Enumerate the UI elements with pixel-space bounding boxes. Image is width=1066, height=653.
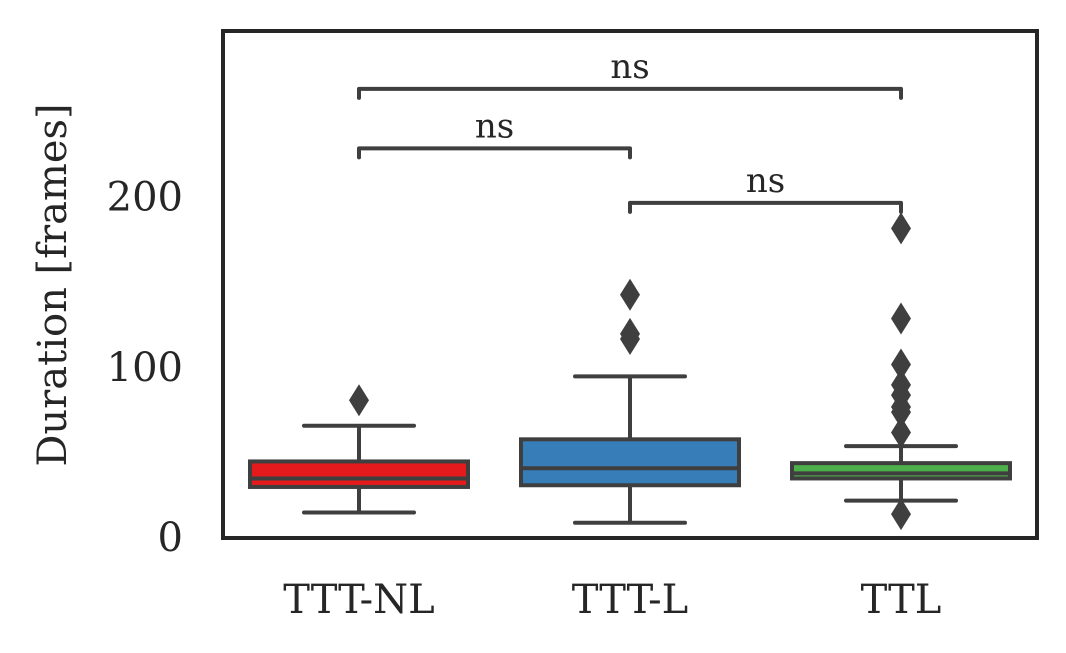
plot-layer: ns ns ns [248, 47, 1012, 531]
outlier-point [620, 317, 640, 350]
y-tick-label: 100 [107, 345, 183, 391]
box-group-ttl [790, 212, 1012, 531]
outlier-point [891, 212, 911, 245]
outlier-point [891, 348, 911, 381]
outlier-point [349, 384, 369, 417]
bracket-line [357, 86, 903, 100]
plot-frame [221, 29, 1039, 540]
box-iqr [790, 461, 1012, 481]
significance-label: ns [610, 47, 649, 87]
significance-bracket: ns [357, 106, 632, 160]
box-group-ttt-nl [248, 384, 470, 515]
outlier-point [620, 278, 640, 311]
box-iqr [248, 459, 470, 489]
outlier-point [891, 416, 911, 449]
significance-label: ns [475, 106, 514, 146]
box-iqr [519, 437, 741, 488]
significance-bracket: ns [628, 161, 903, 214]
y-tick-label: 0 [158, 515, 183, 561]
y-tick-labels: 0 100 200 [107, 175, 183, 561]
bracket-line [628, 200, 903, 214]
y-tick-label: 200 [107, 175, 183, 221]
outlier-point [891, 498, 911, 531]
outlier-point [891, 368, 911, 401]
x-tick-label: TTT-NL [283, 577, 434, 623]
x-tick-label: TTT-L [572, 577, 688, 623]
bracket-line [357, 146, 632, 160]
x-tick-labels: TTT-NL TTT-L TTL [283, 577, 941, 623]
significance-bracket: ns [357, 47, 903, 100]
outlier-point [891, 302, 911, 335]
y-axis-label: Duration [frames] [30, 103, 76, 466]
x-tick-label: TTL [861, 577, 942, 623]
box-group-ttt-l [519, 278, 741, 525]
significance-label: ns [746, 161, 785, 201]
